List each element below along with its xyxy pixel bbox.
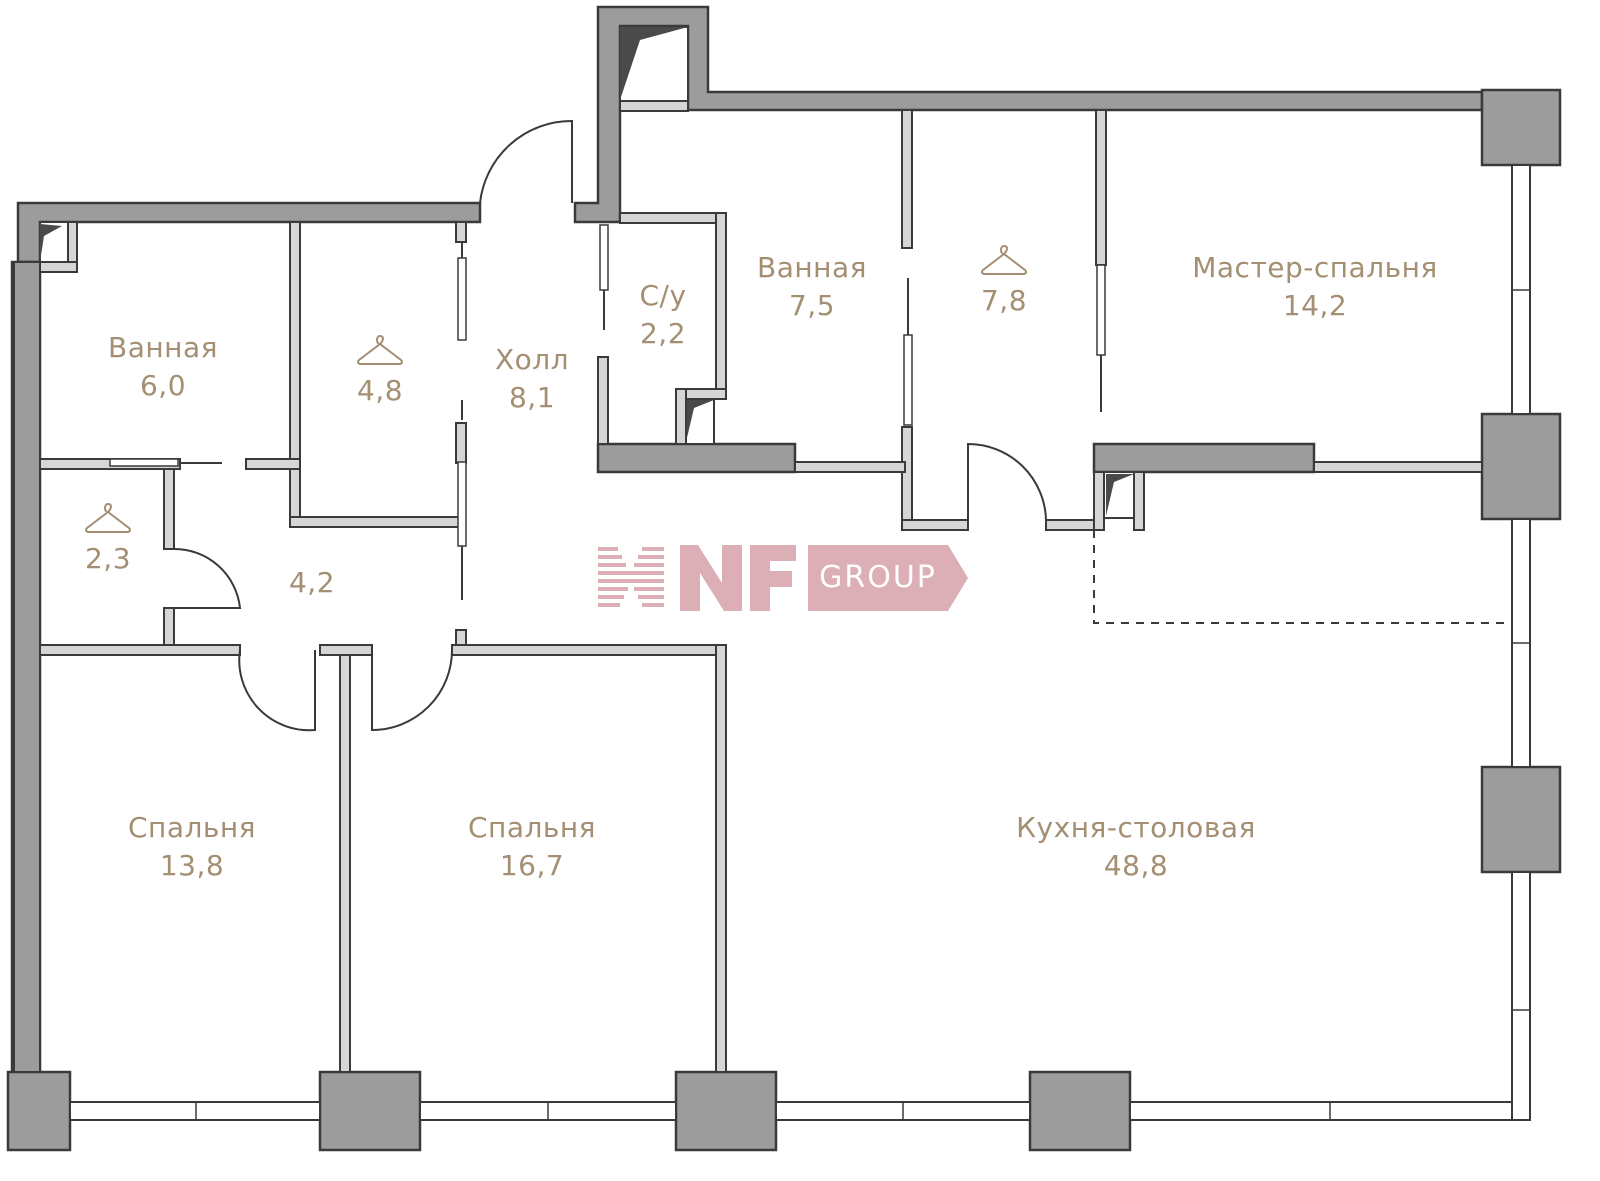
room-area: 2,2 bbox=[639, 317, 687, 350]
room-bathroom-2: Ванная 7,5 bbox=[757, 249, 867, 325]
logo-text: GROUP bbox=[819, 560, 937, 595]
room-name: Кухня-столовая bbox=[1016, 811, 1256, 844]
wall-top-left bbox=[16, 201, 482, 264]
room-area: 14,2 bbox=[1282, 289, 1348, 322]
column-top-right bbox=[1480, 88, 1562, 167]
room-name: С/у bbox=[639, 279, 687, 312]
room-area: 8,1 bbox=[508, 381, 556, 414]
room-area: 4,8 bbox=[356, 374, 404, 407]
room-area: 6,0 bbox=[139, 369, 187, 402]
room-bedroom-2: Спальня 16,7 bbox=[468, 809, 596, 885]
column-bottom-4 bbox=[1028, 1070, 1132, 1152]
column-bottom-2 bbox=[318, 1070, 422, 1152]
wall-block-right bbox=[1092, 442, 1316, 474]
room-hall: Холл 8,1 bbox=[495, 341, 569, 417]
room-name: Спальня bbox=[467, 811, 597, 844]
hanger-icon bbox=[980, 244, 1028, 275]
room-name: Спальня bbox=[127, 811, 257, 844]
column-bottom-3 bbox=[674, 1070, 778, 1152]
room-area: 48,8 bbox=[1103, 849, 1169, 882]
room-master-bedroom: Мастер-спальня 14,2 bbox=[1192, 249, 1438, 325]
room-name: Холл bbox=[494, 343, 570, 376]
hanger-icon bbox=[84, 502, 132, 533]
room-kitchen-dining: Кухня-столовая 48,8 bbox=[1016, 809, 1256, 885]
room-corridor: 4,2 bbox=[289, 564, 335, 602]
room-wc: С/у 2,2 bbox=[639, 277, 686, 353]
room-area: 7,8 bbox=[980, 284, 1028, 317]
room-wardrobe-3: 2,3 bbox=[84, 500, 132, 578]
hanger-icon bbox=[356, 334, 404, 365]
room-wardrobe-1: 4,8 bbox=[356, 332, 404, 410]
nf-group-logo bbox=[598, 545, 968, 611]
room-bathroom-1: Ванная 6,0 bbox=[108, 329, 218, 405]
shaft-top bbox=[573, 5, 1484, 224]
room-area: 13,8 bbox=[159, 849, 225, 882]
column-bottom-1 bbox=[6, 1070, 72, 1152]
wall-block-mid bbox=[596, 442, 797, 474]
room-area: 16,7 bbox=[499, 849, 565, 882]
room-name: Ванная bbox=[108, 331, 218, 364]
room-bedroom-1: Спальня 13,8 bbox=[128, 809, 256, 885]
room-wardrobe-2: 7,8 bbox=[980, 242, 1028, 320]
room-area: 2,3 bbox=[84, 542, 132, 575]
column-right-lower bbox=[1480, 765, 1562, 874]
room-name: Ванная bbox=[757, 251, 867, 284]
column-right-mid bbox=[1480, 412, 1562, 521]
room-name: Мастер-спальня bbox=[1192, 251, 1438, 284]
room-area: 4,2 bbox=[288, 566, 336, 599]
room-area: 7,5 bbox=[788, 289, 836, 322]
